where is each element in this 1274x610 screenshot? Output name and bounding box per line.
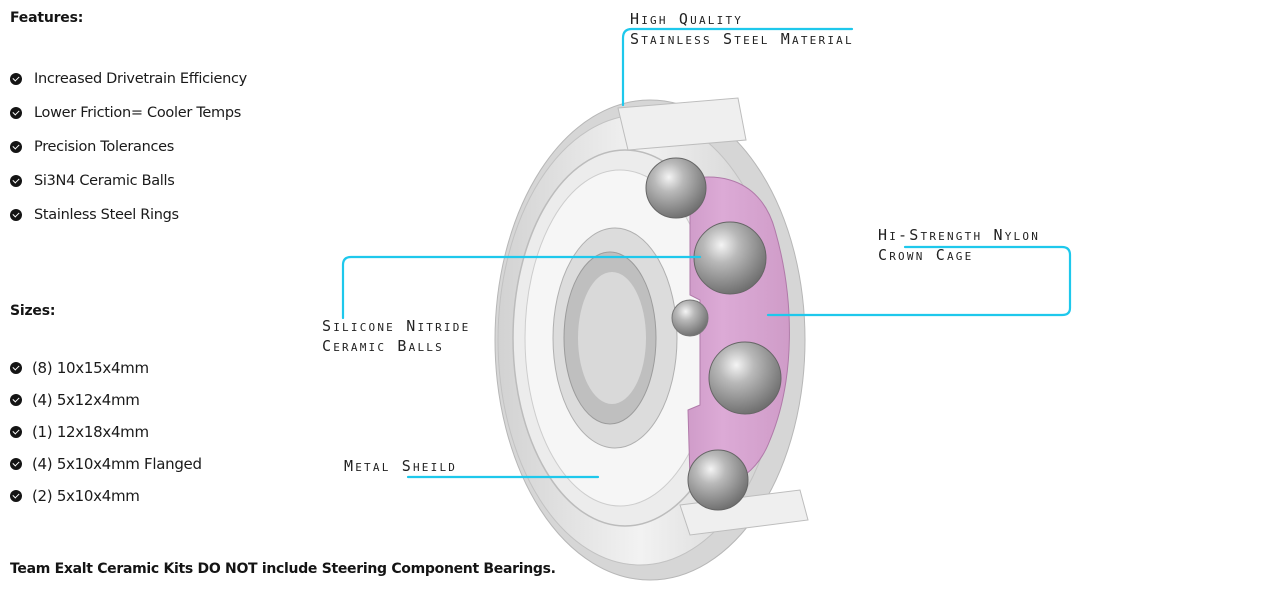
list-item: (4) 5x10x4mm Flanged <box>10 448 202 480</box>
features-heading: Features: <box>10 10 84 26</box>
check-circle-icon <box>10 73 22 85</box>
bore-highlight <box>578 272 646 404</box>
callout-steel-line1: High Quality <box>630 10 744 28</box>
callout-shield: Metal Sheild <box>344 456 457 476</box>
leader-steel <box>621 27 854 107</box>
ceramic-ball <box>645 157 707 219</box>
sizes-list: (8) 10x15x4mm (4) 5x12x4mm (1) 12x18x4mm… <box>10 352 202 512</box>
size-text: (1) 12x18x4mm <box>32 423 149 441</box>
leader-cage <box>766 245 1072 317</box>
list-item: (8) 10x15x4mm <box>10 352 202 384</box>
feature-text: Precision Tolerances <box>34 139 175 155</box>
feature-text: Stainless Steel Rings <box>34 207 179 223</box>
ceramic-ball-rear <box>671 299 709 337</box>
ceramic-ball <box>687 449 749 511</box>
check-circle-icon <box>10 141 22 153</box>
callout-steel: High Quality Stainless Steel Material <box>630 9 854 49</box>
list-item: (1) 12x18x4mm <box>10 416 202 448</box>
callout-steel-line2: Stainless Steel Material <box>630 30 854 48</box>
feature-text: Increased Drivetrain Efficiency <box>34 71 247 87</box>
list-item: (2) 5x10x4mm <box>10 480 202 512</box>
size-text: (2) 5x10x4mm <box>32 487 140 505</box>
check-circle-icon <box>10 458 22 470</box>
callout-cage-line1: Hi-Strength Nylon <box>878 226 1041 244</box>
disclaimer-note: Team Exalt Ceramic Kits DO NOT include S… <box>10 561 556 577</box>
check-circle-icon <box>10 107 22 119</box>
list-item: Stainless Steel Rings <box>10 198 247 232</box>
list-item: Increased Drivetrain Efficiency <box>10 62 247 96</box>
list-item: Lower Friction= Cooler Temps <box>10 96 247 130</box>
callout-cage: Hi-Strength Nylon Crown Cage <box>878 225 1040 265</box>
callout-balls-line2: Ceramic Balls <box>322 337 444 355</box>
callout-shield-line1: Metal Sheild <box>344 457 458 475</box>
outer-ring-section-top <box>617 97 747 151</box>
features-list: Increased Drivetrain Efficiency Lower Fr… <box>10 62 247 232</box>
callout-balls: Silicone Nitride Ceramic Balls <box>322 316 470 356</box>
list-item: (4) 5x12x4mm <box>10 384 202 416</box>
feature-text: Lower Friction= Cooler Temps <box>34 105 242 121</box>
list-item: Precision Tolerances <box>10 130 247 164</box>
leader-balls <box>341 255 702 320</box>
leader-lines <box>341 27 1072 479</box>
feature-text: Si3N4 Ceramic Balls <box>34 173 175 189</box>
check-circle-icon <box>10 394 22 406</box>
sizes-heading: Sizes: <box>10 303 56 319</box>
check-circle-icon <box>10 426 22 438</box>
size-text: (8) 10x15x4mm <box>32 359 149 377</box>
callout-balls-line1: Silicone Nitride <box>322 317 471 335</box>
size-text: (4) 5x10x4mm Flanged <box>32 455 202 473</box>
check-circle-icon <box>10 175 22 187</box>
size-text: (4) 5x12x4mm <box>32 391 140 409</box>
callout-cage-line2: Crown Cage <box>878 246 974 264</box>
check-circle-icon <box>10 209 22 221</box>
ceramic-ball <box>708 341 782 415</box>
ceramic-ball <box>693 221 767 295</box>
check-circle-icon <box>10 362 22 374</box>
check-circle-icon <box>10 490 22 502</box>
list-item: Si3N4 Ceramic Balls <box>10 164 247 198</box>
